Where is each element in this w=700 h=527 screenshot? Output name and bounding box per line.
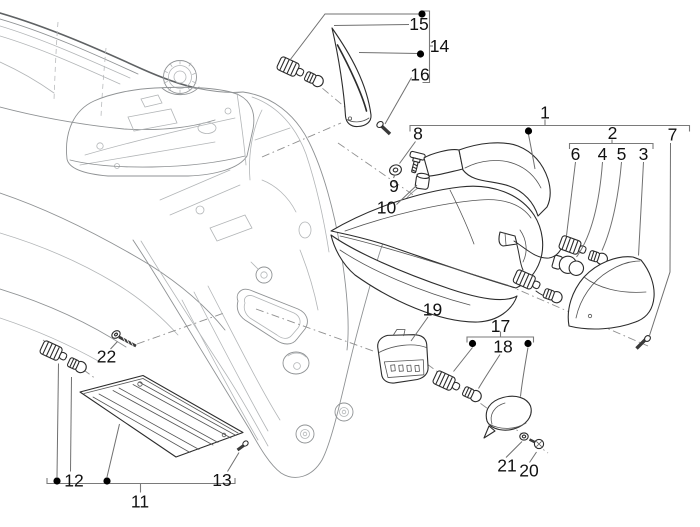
callout-label-21: 21 [497,456,516,476]
plate-screw-13 [236,440,249,452]
left-indicator-bulb [65,355,89,376]
tail-light-washer [389,164,402,176]
callout-labels: 1 2 3 4 5 6 7 8 9 10 11 12 13 14 15 16 1… [64,14,677,512]
callout-dot [53,477,61,485]
tail-light-bolt [409,150,426,174]
callout-label-4: 4 [598,144,608,164]
plate-screw-22 [111,330,137,348]
callout-markers [53,10,533,485]
tail-light-assembly [330,142,551,323]
license-lens-screw [528,438,545,450]
reflector-plate [79,374,244,458]
callout-label-15: 15 [409,14,428,34]
callout-label-1: 1 [540,103,550,123]
callout-dot [468,339,477,348]
callout-label-6: 6 [571,144,581,164]
license-light-bulb [460,384,484,405]
callout-label-13: 13 [212,470,231,490]
leader-lines [46,10,691,493]
tail-light-spacer [414,172,430,190]
front-indicator-bulb-socket [275,55,307,81]
callout-label-9: 9 [389,176,399,196]
lens-screw [635,335,651,350]
callout-label-2: 2 [608,123,618,143]
stop-tail-bulb [551,254,585,276]
callout-label-18: 18 [493,337,512,357]
indicator-bulb-2 [541,286,565,305]
callout-label-3: 3 [639,144,649,164]
callout-dot [418,10,426,18]
callout-label-22: 22 [97,347,116,367]
license-light-socket [431,369,463,395]
callout-dot [103,477,111,485]
front-indicator-bulb [302,69,326,90]
rear-turn-signal-lens [567,256,655,330]
callout-label-20: 20 [519,461,539,481]
callout-label-8: 8 [413,124,423,144]
callout-label-19: 19 [423,300,442,320]
indicator-bulb-socket [511,268,543,294]
callout-label-5: 5 [617,144,627,164]
fuel-cap-art [161,60,200,96]
license-lens-washer [519,432,529,441]
scooter-frame-art [0,12,419,478]
callout-dot [524,127,533,135]
license-light-lens [483,395,532,439]
callout-label-17: 17 [491,316,510,336]
harness-connector [498,231,518,247]
callout-label-16: 16 [410,65,429,85]
license-light-housing [377,328,429,384]
cone-screw [376,120,392,136]
callout-label-7: 7 [668,125,678,145]
mudguard-bosses-art [250,261,354,444]
wiring-harness [511,234,610,305]
callout-label-11: 11 [131,492,149,512]
callout-label-14: 14 [430,36,450,56]
exploded-parts [38,27,655,458]
callout-label-10: 10 [377,198,397,218]
turn-signal-cone-lens [331,27,372,128]
callout-label-12: 12 [64,471,83,491]
callout-dot [416,50,425,58]
callout-dot [524,339,532,348]
